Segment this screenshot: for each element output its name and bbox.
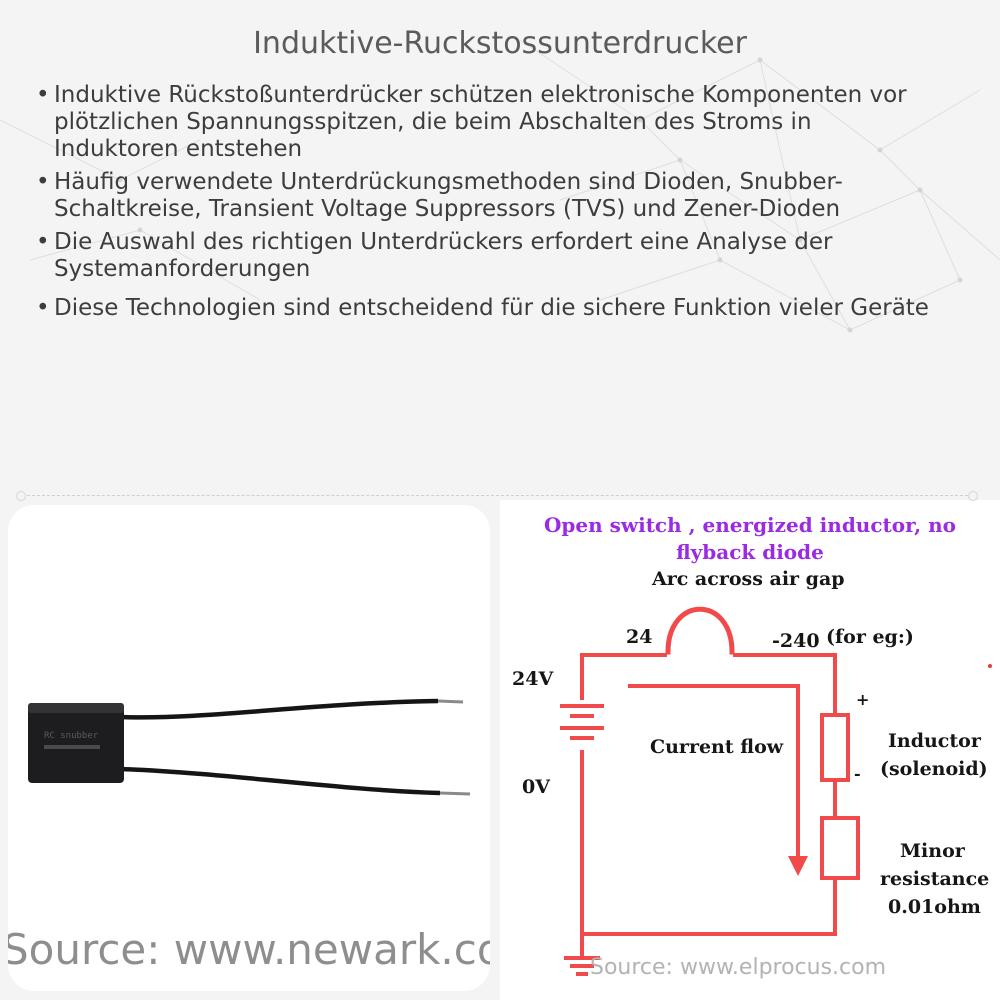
resistor-label-line1: Minor	[900, 840, 965, 862]
bullet-item: Diese Technologien sind entscheidend für…	[36, 295, 936, 322]
section-divider	[22, 495, 978, 496]
component-marking: RC snubber	[44, 731, 100, 749]
left-contact-voltage: 24	[626, 626, 653, 648]
wire-top-right	[733, 653, 837, 717]
diagram-source-caption: Source: www.elprocus.com	[590, 955, 887, 980]
current-flow-label: Current flow	[650, 736, 784, 758]
arc-label: Arc across air gap	[652, 568, 845, 590]
wire-top-left	[580, 653, 667, 700]
divider-end-dot	[968, 491, 978, 501]
snubber-component-image: RC snubber	[28, 698, 471, 796]
divider-end-dot	[16, 491, 26, 501]
component-photo: RC snubber Source: www.newark.com	[8, 505, 490, 991]
supply-high-label: 24V	[512, 668, 554, 690]
current-flow-arrow	[628, 684, 808, 876]
bullet-item: Die Auswahl des richtigen Unterdrückers …	[36, 229, 936, 283]
arc-air-gap	[665, 606, 735, 655]
bullet-item: Induktive Rückstoßunterdrücker schützen …	[36, 82, 936, 163]
bullet-list: Induktive Rückstoßunterdrücker schützen …	[36, 82, 936, 328]
resistor-label-line3: 0.01ohm	[888, 896, 981, 918]
ground-symbol	[564, 956, 600, 976]
bullet-item: Häufig verwendete Unterdrückungsmethoden…	[36, 169, 936, 223]
svg-text:RC snubber: RC snubber	[44, 731, 99, 741]
inductor-plus-sign: +	[856, 690, 870, 709]
page-title: Induktive-Ruckstossunterdrucker	[253, 26, 747, 61]
resistor-label-line2: resistance	[880, 868, 990, 890]
inductor-label-line2: (solenoid)	[880, 758, 988, 780]
inductor-symbol	[820, 713, 850, 782]
example-note: (for eg:)	[826, 626, 914, 648]
circuit-drawing	[560, 606, 992, 976]
supply-low-label: 0V	[522, 776, 550, 798]
wire-right-bottom	[580, 876, 837, 936]
inductor-minus-sign: -	[854, 764, 861, 783]
battery-symbol	[560, 704, 604, 740]
diagram-title: Open switch , energized inductor, no fly…	[543, 513, 956, 564]
resistor-symbol	[820, 816, 860, 880]
photo-source-caption: Source: www.newark.com	[8, 925, 490, 974]
circuit-diagram: Open switch , energized inductor, no fly…	[500, 500, 1000, 1000]
inductor-label-line1: Inductor	[888, 730, 981, 752]
right-contact-voltage: -240	[772, 630, 820, 652]
